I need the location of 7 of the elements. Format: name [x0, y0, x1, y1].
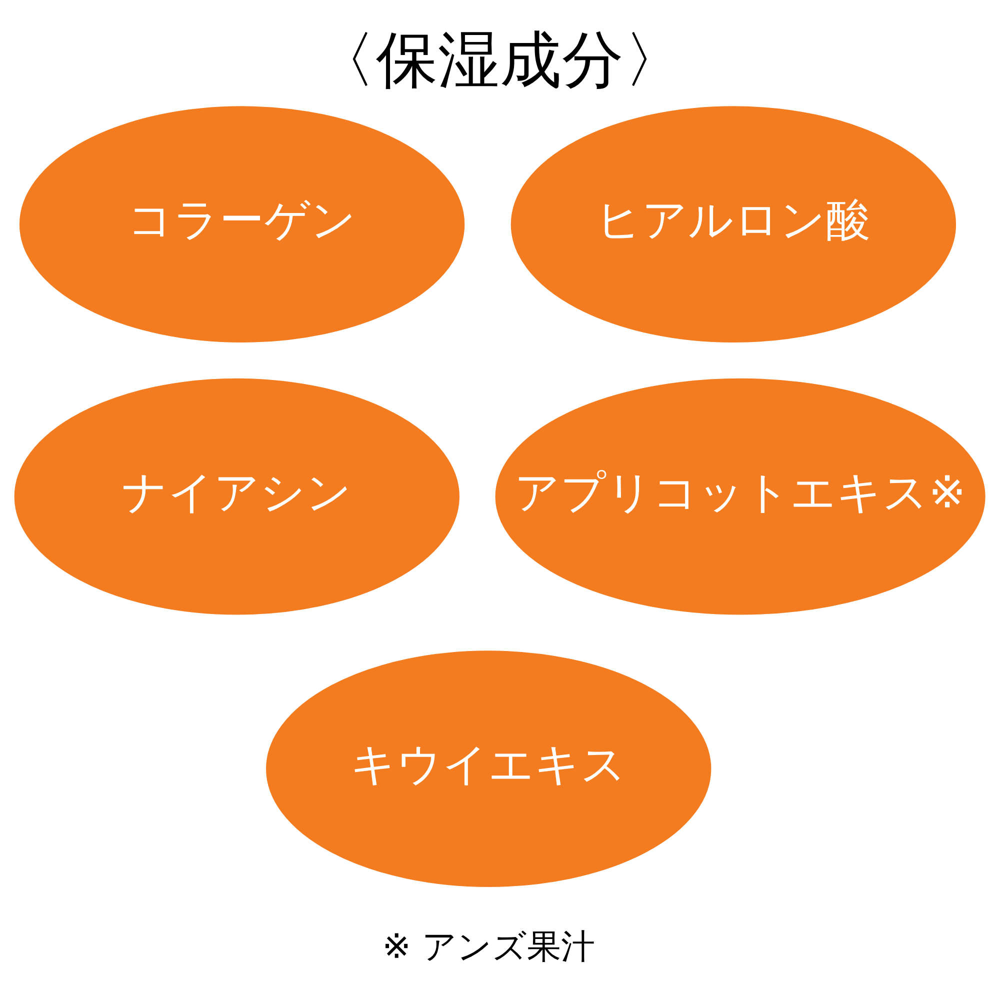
diagram-title: 〈保湿成分〉: [314, 24, 686, 96]
node-ellipse: ナイアシン: [14, 378, 460, 615]
node-ellipse: ヒアルロン酸: [510, 106, 956, 342]
node-ellipse: キウイエキス: [266, 650, 712, 887]
node-ellipse: アプリコットエキス※: [495, 378, 986, 615]
node-ellipse: コラーゲン: [19, 106, 465, 342]
label: ※ アンズ果汁: [382, 927, 595, 968]
